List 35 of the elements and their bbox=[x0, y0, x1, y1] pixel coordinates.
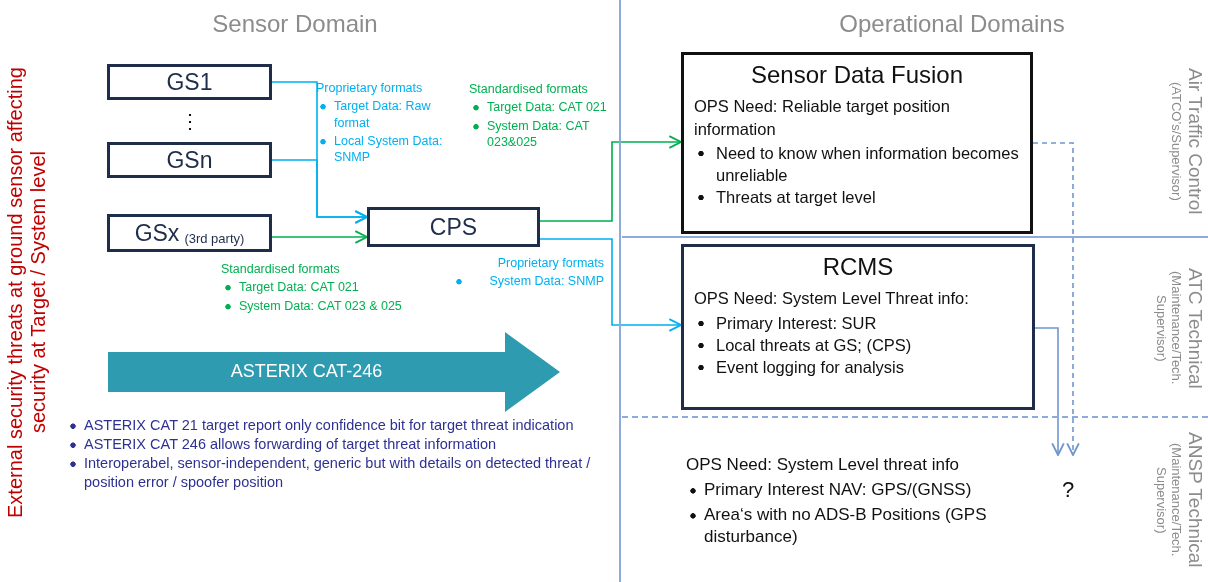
band-title: ANSP Technical bbox=[1184, 431, 1206, 570]
sensor-box: GS1 bbox=[107, 64, 272, 100]
card-title: RCMS bbox=[821, 252, 895, 282]
ellipsis-mark: ⋮ bbox=[180, 109, 200, 134]
need-text: OPS Need: Reliable target position information bbox=[694, 96, 951, 140]
need-text: OPS Need: System Level threat info bbox=[686, 454, 961, 476]
band-subtitle: (Maintenance/Tech. Supervisor) bbox=[1154, 270, 1184, 387]
domain-heading: Sensor Domain bbox=[211, 10, 379, 38]
band-title: ATC Technical bbox=[1184, 266, 1206, 391]
info-card bbox=[681, 52, 1033, 234]
format-heading: Proprietary formats bbox=[496, 255, 604, 272]
threat-note: External security threats at ground sensor affecting security at Target / System level bbox=[4, 66, 50, 520]
arrow-label: ASTERIX CAT-246 bbox=[229, 361, 384, 382]
band-subtitle: (Maintenance/Tech. Supervisor) bbox=[1154, 442, 1184, 559]
sensor-box: GSn bbox=[107, 142, 272, 178]
format-heading: Standardised formats bbox=[221, 261, 341, 278]
format-heading: Standardised formats bbox=[469, 81, 589, 98]
box-label: GSx bbox=[134, 219, 180, 247]
box-note: (3rd party) bbox=[184, 231, 245, 246]
arrow bbox=[539, 135, 682, 222]
banner-arrow bbox=[108, 332, 560, 412]
need-text: OPS Need: System Level Threat info: bbox=[694, 288, 970, 310]
dashed-arrow bbox=[1032, 142, 1080, 456]
band-title: Air Traffic Control bbox=[1184, 66, 1206, 217]
domain-heading: Operational Domains bbox=[838, 10, 1066, 38]
card-title: Sensor Data Fusion bbox=[749, 60, 965, 90]
arrow bbox=[271, 159, 368, 224]
arrow bbox=[271, 230, 368, 244]
arrow bbox=[539, 238, 682, 332]
arrow bbox=[1034, 327, 1065, 456]
band-subtitle: (ATCO’s/Supervisor) bbox=[1169, 80, 1184, 203]
question-mark: ? bbox=[1050, 455, 1086, 503]
info-card bbox=[681, 244, 1035, 410]
sensor-box bbox=[107, 214, 272, 252]
sensor-box: CPS bbox=[367, 207, 540, 247]
